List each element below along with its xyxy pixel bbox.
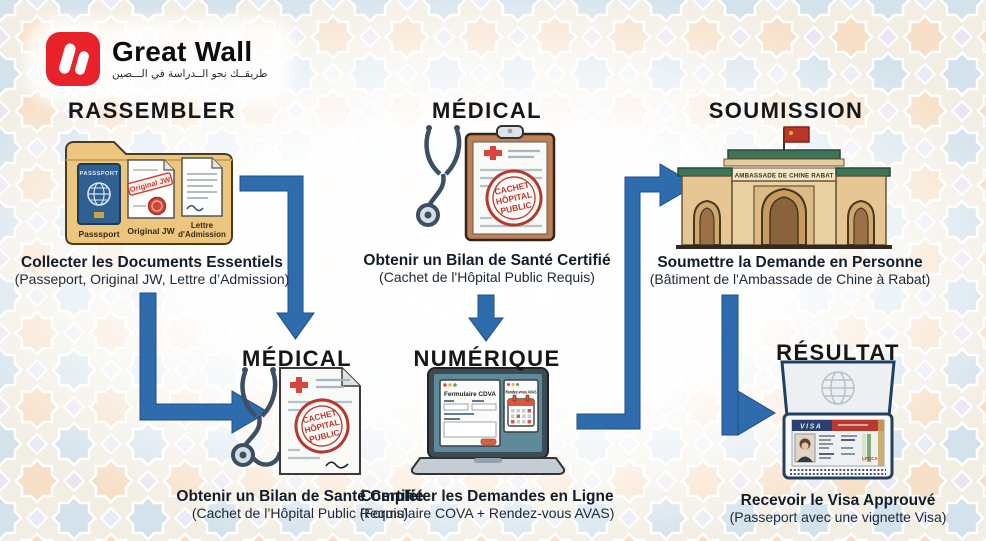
embassy-sign-text: AMBASSADE DE CHINE RABAT [735,173,834,180]
arrow-numerique-to-soumission [576,163,697,430]
jw-document: Original JW [126,159,175,219]
documents-folder-icon: PASSSPORT Passsport Original JW Original… [65,141,233,245]
heading-soumission: SOUMISSION [708,98,864,123]
caption-numerique: Compléter les Demandes en Ligne (Formula… [360,488,615,521]
visa-title-text: VISA [800,424,822,431]
letter-label-line1: Lettre [191,221,214,230]
caption-medical-bottom: Obtenir un Bilan de Santé Certifié (Cach… [176,488,423,521]
laptop-icon: Fermulaire CDVA Rendez-vous AVAS [410,367,566,475]
caption-resultat: Recevoir le Visa Approuvé (Passeport ave… [730,492,947,525]
laptop-base [410,457,566,475]
flag-icon [783,126,810,143]
caption-soumission-title: Soumettre la Demande en Personne [657,254,923,271]
red-cross-icon [484,146,502,160]
cova-form-window: Fermulaire CDVA [439,379,501,447]
passport-cover [780,360,896,418]
form-window-title: Fermulaire CDVA [444,391,496,398]
hospital-stamp-icon: CACHET HÔPITAL PUBLIC [485,169,543,227]
passport-label: Passsport [78,229,119,239]
admission-letter-document [181,157,223,217]
heading-numerique: NUMÉRIQUE [413,346,561,371]
building-base [676,245,892,249]
caption-soumission: Soumettre la Demande en Personne (Bâtime… [650,254,931,287]
brand-name: Great Wall [112,36,253,67]
caption-rassembler: Collecter les Documents Essentiels (Pass… [15,254,290,287]
letter-label-line2: d'Admission [178,230,226,239]
caption-rassembler-title: Collecter les Documents Essentiels [21,254,283,271]
medical-report-icon: CACHET HÔPITAL PUBLIC [231,367,361,475]
caption-resultat-sub: (Passeport avec une vignette Visa) [729,509,947,525]
caption-medical-top-title: Obtenir un Bilan de Santé Certifié [363,252,611,269]
arrow-rassembler-to-medical-bottom [239,175,315,340]
caption-soumission-sub: (Bâtiment de l'Ambassade de Chine à Raba… [649,271,931,287]
caption-rassembler-sub: (Passeport, Original JW, Lettre d’Admiss… [14,271,290,287]
brand-tagline-arabic: طريقــك نحو الــدراسة في الـــصين [112,68,268,80]
calendar-window-title: Rendez-vous AVAS [506,390,537,395]
globe-icon [821,371,855,405]
caption-medical-bottom-title: Obtenir un Bilan de Santé Certifié [176,488,424,505]
passport-visa-icon: VISA LPDCA [780,360,896,480]
caption-medical-top: Obtenir un Bilan de Santé Certifié (Cach… [363,252,610,285]
stethoscope-icon [231,367,283,467]
passport-title-text: PASSSPORT [80,171,119,177]
brand-logo: Great Wall طريقــك نحو الــدراسة في الــ… [46,32,267,86]
caption-numerique-title: Compléter les Demandes en Ligne [360,488,614,505]
visa-sticker: VISA LPDCA [791,419,885,467]
avas-appointment-window: Rendez-vous AVAS [503,379,539,433]
passport-document: PASSSPORT [77,163,121,225]
caption-resultat-title: Recevoir le Visa Approuvé [740,492,936,509]
form-submit-button [480,438,497,445]
stethoscope-icon [416,125,462,227]
signature-icon [325,461,349,469]
great-wall-logo-icon [46,32,100,86]
medical-clipboard-icon: CACHET HÔPITAL PUBLIC [416,125,556,242]
caption-medical-top-sub: (Cachet de l'Hôpital Public Requis) [379,269,595,285]
visa-code-text: LPDCA [862,456,879,461]
embassy-building-icon: AMBASSADE DE CHINE RABAT [676,126,892,249]
caption-medical-bottom-sub: (Cachet de l’Hôpital Public Requis) [191,505,409,521]
roof-band [727,149,841,160]
heading-medical-bottom: MÉDICAL [241,346,353,371]
caption-numerique-sub: (Formulaire COVA + Rendez-vous AVAS) [359,505,615,521]
signature-icon [186,205,204,212]
arrow-soumission-to-resultat [721,294,776,436]
hospital-stamp-icon: CACHET HÔPITAL PUBLIC [294,398,350,454]
jw-label: Original JW [127,226,175,236]
arrow-medical-top-to-numerique [468,294,504,342]
red-seal-icon [147,196,167,216]
heading-medical-top: MÉDICAL [431,98,543,123]
heading-resultat: RÉSULTAT [776,340,900,365]
heading-rassembler: RASSEMBLER [67,98,237,123]
red-cross-icon [290,377,308,393]
arrow-rassembler-caption-to-medical-icon [139,292,269,434]
